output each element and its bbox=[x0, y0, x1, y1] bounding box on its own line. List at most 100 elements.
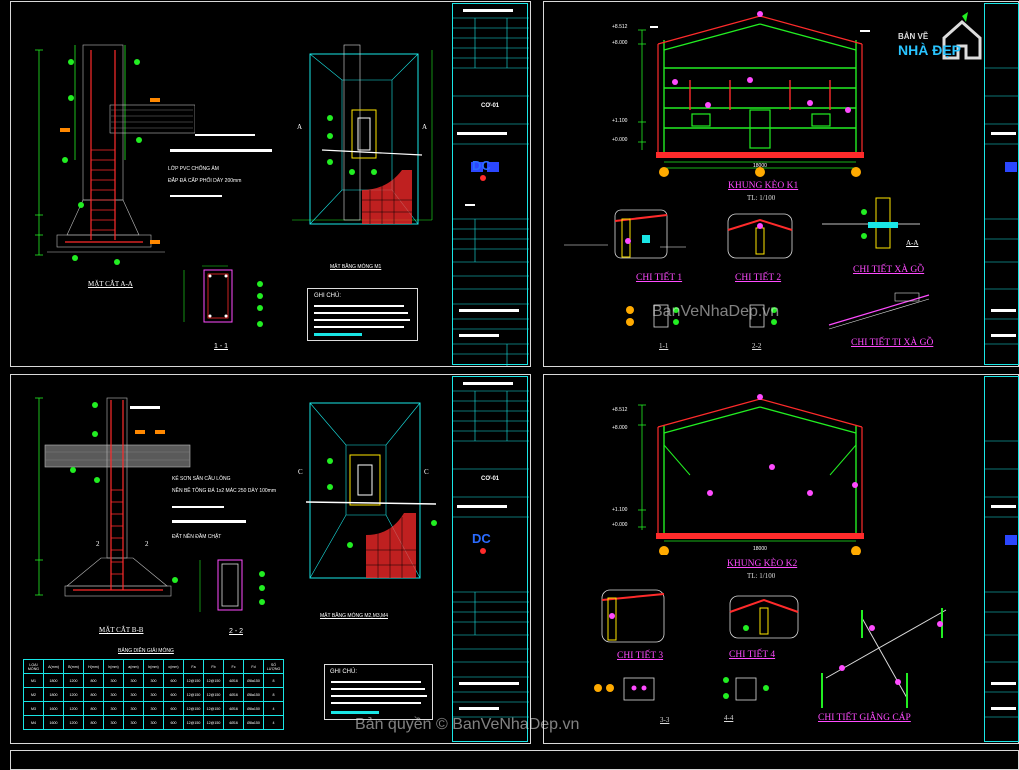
table-cell: 12@150 bbox=[183, 715, 204, 730]
table-cell: 1600 bbox=[43, 701, 64, 716]
axis-c-right: C bbox=[424, 468, 429, 476]
sheet-frame-top-left bbox=[10, 1, 531, 367]
table-cell: 4 bbox=[263, 701, 284, 716]
table-cell: Fd bbox=[243, 659, 264, 674]
detail-2-drawing bbox=[727, 213, 793, 259]
ghi-chu-title-1: GHI CHÚ: bbox=[314, 293, 341, 299]
table-cell: 4Ø16 bbox=[223, 673, 244, 688]
label-chi-tiet-giang-cap: CHI TIẾT GIẰNG CÁP bbox=[818, 713, 911, 723]
table-cell: A(mm) bbox=[43, 659, 64, 674]
title-block-4-lines bbox=[985, 440, 1019, 718]
ghi-chu-line bbox=[314, 326, 404, 328]
watermark-bottom: Bản quyền © BanVeNhaDep.vn bbox=[355, 716, 580, 733]
label-chi-tiet-ti-xa-go: CHI TIẾT TI XÀ GỒ bbox=[851, 338, 934, 348]
site-logo: BẢN VẼ NHÀ ĐẸP bbox=[894, 8, 984, 68]
table-cell: 1200 bbox=[63, 701, 84, 716]
table-cell: 8 bbox=[263, 687, 284, 702]
detail-giang-cap-drawing bbox=[821, 608, 947, 708]
elev-3-k2: +1.100 bbox=[612, 507, 628, 513]
table-cell: 300 bbox=[123, 673, 144, 688]
table-cell: 1200 bbox=[63, 715, 84, 730]
sheet-code-2: CƠ-01 bbox=[481, 476, 500, 482]
elev-2-k1: +8.000 bbox=[612, 40, 628, 46]
table-cell: a(mm) bbox=[123, 659, 144, 674]
label-sec-11: 1 - 1 bbox=[214, 343, 229, 350]
table-cell: 600 bbox=[163, 715, 184, 730]
table-cell: H(mm) bbox=[83, 659, 104, 674]
axis-a-left: A bbox=[297, 123, 303, 131]
table-cell: M1 bbox=[23, 673, 44, 688]
table-cell: SỐ LƯỢNG bbox=[263, 659, 284, 674]
label-chi-tiet-3: CHI TIẾT 3 bbox=[617, 651, 664, 661]
label-chi-tiet-4: CHI TIẾT 4 bbox=[729, 650, 776, 660]
table-cell: 300 bbox=[123, 701, 144, 716]
table-cell: 8 bbox=[263, 673, 284, 688]
table-cell: 1200 bbox=[63, 687, 84, 702]
label-sec-22: 2 - 2 bbox=[229, 628, 244, 635]
table-cell: 800 bbox=[83, 673, 104, 688]
table-cell: 1800 bbox=[43, 687, 64, 702]
dim-span-k1: 18000 bbox=[753, 163, 767, 169]
table-cell: 800 bbox=[83, 701, 104, 716]
logo-line-2: NHÀ ĐẸP bbox=[898, 42, 962, 58]
table-cell: 300 bbox=[143, 701, 164, 716]
table-cell: Ø8a150 bbox=[243, 701, 264, 716]
table-cell: 12@150 bbox=[183, 673, 204, 688]
brand-dc-1: DC bbox=[472, 158, 491, 173]
table-cell: 4Ø16 bbox=[223, 715, 244, 730]
sheet-frame-bottom-row bbox=[10, 750, 1019, 770]
table-cell: 4Ø16 bbox=[223, 701, 244, 716]
table-cell: Fb bbox=[203, 659, 224, 674]
table-cell: 1600 bbox=[43, 715, 64, 730]
label-mat-cat-b: MẶT CẮT B-B bbox=[99, 626, 144, 634]
note-dap-da: ĐẮP ĐÁ CẤP PHỐI DÀY 200mm bbox=[168, 178, 242, 184]
note-ke-son: KẺ SƠN SÂN CẦU LÔNG bbox=[172, 476, 231, 482]
sheet-code-1: CƠ-01 bbox=[481, 103, 500, 109]
table-cell: 600 bbox=[163, 687, 184, 702]
label-chi-tiet-2: CHI TIẾT 2 bbox=[735, 273, 782, 283]
detail-33-44-drawing bbox=[594, 677, 769, 701]
axis-c-left: C bbox=[298, 468, 303, 476]
table-cell: M3 bbox=[23, 701, 44, 716]
detail-11-22-drawing bbox=[626, 304, 777, 328]
axis-a-right: A bbox=[422, 123, 428, 131]
table-cell: 300 bbox=[103, 701, 124, 716]
label-aa: A-A bbox=[906, 239, 919, 247]
brand-dc-2: DC bbox=[472, 531, 491, 546]
marker-2-left: 2 bbox=[96, 540, 100, 548]
elev-2-k2: +8.000 bbox=[612, 425, 628, 431]
title-block-2-lines bbox=[453, 382, 529, 718]
table-cell: 300 bbox=[143, 687, 164, 702]
table-cell: Ø8a150 bbox=[243, 687, 264, 702]
table-cell: Fc bbox=[223, 659, 244, 674]
section-22-drawing bbox=[199, 559, 265, 612]
note-nen-be: NỀN BÊ TÔNG ĐÁ 1x2 MÁC 250 DÀY 100mm bbox=[172, 488, 277, 494]
label-s44: 4-4 bbox=[724, 714, 734, 722]
table-cell: 300 bbox=[143, 715, 164, 730]
note-line-3 bbox=[170, 195, 222, 197]
title-block-2: CƠ-01 DC bbox=[452, 376, 529, 742]
table-cell: 12@150 bbox=[183, 687, 204, 702]
table-cell: Ø8a150 bbox=[243, 715, 264, 730]
title-block-3-lines bbox=[985, 67, 1019, 345]
table-cell: 1800 bbox=[43, 673, 64, 688]
label-scale-k2: TL: 1/100 bbox=[747, 572, 776, 580]
table-cell: 12@150 bbox=[203, 701, 224, 716]
note-lop-pvc: LỚP PVC CHỐNG ẨM bbox=[168, 166, 219, 172]
ghi-chu-box-1: GHI CHÚ: bbox=[307, 288, 418, 341]
detail-4-drawing bbox=[729, 595, 799, 639]
note-line-1 bbox=[195, 134, 255, 136]
label-s11: 1-1 bbox=[659, 342, 669, 350]
table-cell: 12@150 bbox=[203, 687, 224, 702]
label-s22: 2-2 bbox=[752, 342, 762, 350]
table-cell: 1200 bbox=[63, 673, 84, 688]
detail-1-drawing bbox=[564, 209, 686, 259]
table-cell: Ø8a150 bbox=[243, 673, 264, 688]
table-cell: 600 bbox=[163, 673, 184, 688]
table-cell: 12@150 bbox=[183, 701, 204, 716]
table-cell: B(mm) bbox=[63, 659, 84, 674]
